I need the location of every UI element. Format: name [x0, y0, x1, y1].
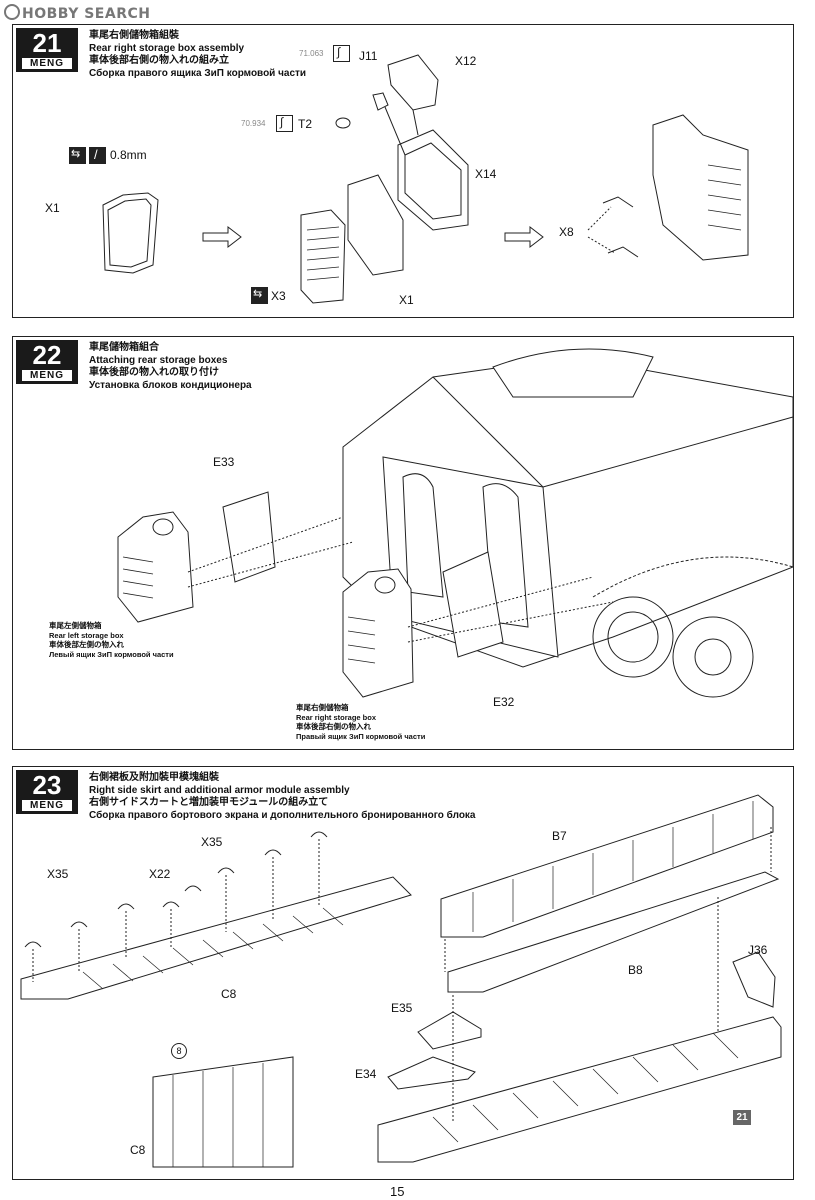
label-x1-left: X1: [45, 201, 60, 215]
title-cn: 右側裙板及附加裝甲模塊組裝: [89, 772, 219, 783]
step-reference-badge: 21: [733, 1110, 751, 1125]
step-22-badge: 22 MENG: [16, 340, 78, 384]
label-e35: E35: [391, 1001, 413, 1015]
step-21-panel: 21 MENG 車尾右側儲物箱組裝 Rear right storage box…: [12, 24, 794, 318]
brand-logo: MENG: [22, 370, 72, 381]
label-b7: B7: [552, 829, 567, 843]
knife-icon: [89, 147, 106, 164]
title-ru: Установка блоков кондиционера: [89, 379, 252, 391]
label-j11: J11: [359, 49, 378, 63]
title-jp: 右側サイドスカートと増加装甲モジュールの組み立て: [89, 797, 329, 808]
label-x12: X12: [455, 54, 477, 68]
step-21-drawing: [102, 54, 749, 304]
label-e32: E32: [493, 695, 515, 709]
label-c8-main: C8: [221, 987, 237, 1001]
label-x3: X3: [271, 289, 286, 303]
brand-logo: MENG: [22, 58, 72, 69]
watermark: HOBBY SEARCH: [4, 4, 150, 22]
label-b8: B8: [628, 963, 643, 977]
step-21-title: 車尾右側儲物箱組裝 Rear right storage box assembl…: [89, 30, 306, 80]
paint-code-1: 71.063: [299, 49, 324, 58]
label-thickness: 0.8mm: [110, 148, 147, 162]
step-number: 23: [32, 770, 62, 800]
label-j36: J36: [748, 943, 768, 957]
title-en: Rear right storage box assembly: [89, 42, 245, 54]
title-en: Right side skirt and additional armor mo…: [89, 784, 350, 796]
label-x22: X22: [149, 867, 171, 881]
title-en: Attaching rear storage boxes: [89, 354, 228, 366]
step-22-title: 車尾儲物箱組合 Attaching rear storage boxes 車体後…: [89, 342, 252, 392]
label-x8: X8: [559, 225, 574, 239]
page-number: 15: [390, 1184, 405, 1199]
step-23-drawing: [20, 794, 782, 1168]
step-22-panel: 22 MENG 車尾儲物箱組合 Attaching rear storage b…: [12, 336, 794, 750]
paint-code-2: 70.934: [241, 119, 266, 128]
label-t2: T2: [298, 117, 313, 131]
step-23-title: 右側裙板及附加裝甲模塊組裝 Right side skirt and addit…: [89, 772, 476, 822]
swap-icon: [69, 147, 86, 164]
label-e33: E33: [213, 455, 235, 469]
label-x35-right: X35: [201, 835, 223, 849]
glue-icon: [333, 45, 350, 62]
callout-number: 8: [171, 1043, 187, 1059]
watermark-logo-icon: [4, 4, 20, 20]
step-number: 21: [32, 28, 62, 58]
label-c8-detail: C8: [130, 1143, 146, 1157]
caption-left-box: 車尾左側儲物箱 Rear left storage box 車体後部左側の物入れ…: [49, 621, 174, 659]
title-ru: Сборка правого ящика ЗиП кормовой части: [89, 67, 307, 79]
label-x14: X14: [475, 167, 497, 181]
title-ru: Сборка правого бортового экрана и дополн…: [89, 809, 476, 821]
caption-right-box: 車尾右側儲物箱 Rear right storage box 車体後部右側の物入…: [296, 703, 426, 741]
label-e34: E34: [355, 1067, 377, 1081]
title-jp: 車体後部右側の物入れの組み立: [89, 55, 229, 66]
step-21-badge: 21 MENG: [16, 28, 78, 72]
brand-logo: MENG: [22, 800, 72, 811]
step-23-panel: 23 MENG 右側裙板及附加裝甲模塊組裝 Right side skirt a…: [12, 766, 794, 1180]
glue-icon: [276, 115, 293, 132]
swap-icon: [251, 287, 268, 304]
label-x1-mid: X1: [399, 293, 414, 307]
title-jp: 車体後部の物入れの取り付け: [89, 367, 219, 378]
title-cn: 車尾右側儲物箱組裝: [89, 30, 179, 41]
label-x35-left: X35: [47, 867, 69, 881]
step-23-badge: 23 MENG: [16, 770, 78, 814]
step-number: 22: [32, 340, 62, 370]
step-22-drawing: [117, 348, 793, 698]
title-cn: 車尾儲物箱組合: [89, 342, 159, 353]
